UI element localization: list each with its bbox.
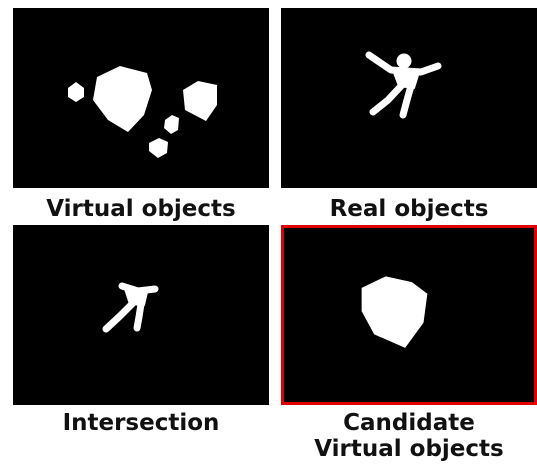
candidate-cube-mask — [361, 276, 428, 348]
large-cube — [93, 66, 152, 132]
small-cube-bottom — [149, 138, 168, 158]
human-silhouette — [365, 51, 442, 119]
human-silhouette-mask — [365, 51, 442, 119]
candidate-virtual-objects-panel — [281, 225, 537, 405]
caption-candidate-virtual-objects: Candidate Virtual objects — [314, 410, 504, 462]
small-cube-middle — [164, 115, 179, 134]
small-cube-left — [68, 82, 84, 102]
intersection-region — [102, 282, 159, 333]
virtual-objects-panel — [13, 8, 269, 188]
medium-cube-right — [183, 81, 217, 121]
candidate-cube — [361, 276, 428, 348]
intersection-panel — [13, 225, 269, 405]
real-objects-panel — [281, 8, 537, 188]
caption-virtual-objects: Virtual objects — [46, 196, 236, 222]
caption-intersection: Intersection — [62, 410, 220, 436]
caption-real-objects: Real objects — [329, 196, 489, 222]
virtual-cubes-mask — [68, 66, 217, 158]
intersection-mask — [102, 282, 159, 333]
